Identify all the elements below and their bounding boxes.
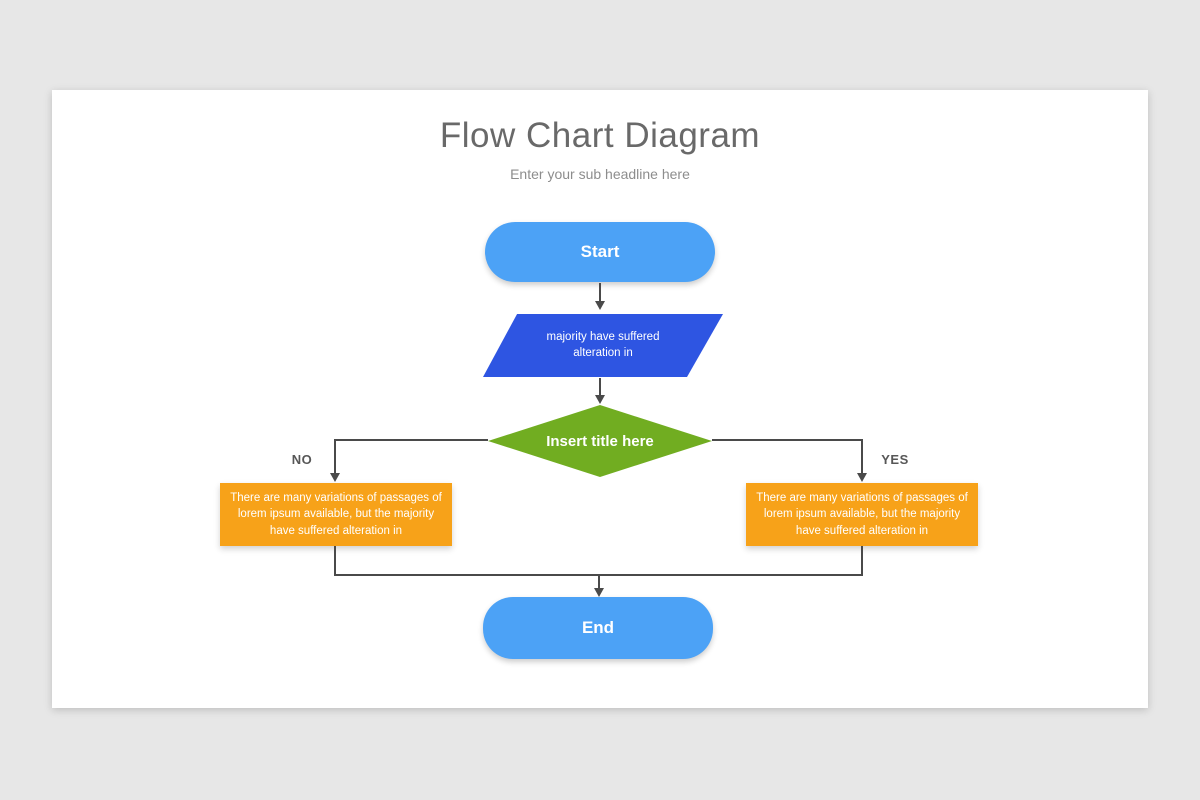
yes-result-node-label: There are many variations of passages of… — [756, 492, 968, 537]
branch-label-yes: YES — [881, 452, 909, 467]
end-node-label: End — [581, 618, 615, 637]
slide-card: Flow Chart Diagram Enter your sub headli… — [52, 90, 1148, 708]
branch-label-no: NO — [291, 452, 313, 467]
decision-node: Insert title here — [488, 405, 712, 477]
decision-node-label: Insert title here — [546, 432, 654, 450]
process-node-label: majority have suffered alteration in — [546, 330, 660, 359]
no-result-node: There are many variations of passages of… — [220, 483, 452, 546]
page-subtitle: Enter your sub headline here — [510, 166, 690, 182]
no-result-node-label: There are many variations of passages of… — [230, 492, 442, 537]
page-title: Flow Chart Diagram — [439, 116, 761, 155]
end-node: End — [483, 597, 713, 659]
slide-header: Flow Chart Diagram Enter your sub headli… — [52, 116, 1148, 182]
start-node: Start — [485, 222, 715, 282]
process-node: majority have suffered alteration in — [483, 314, 723, 377]
start-node-label: Start — [580, 242, 620, 261]
yes-result-node: There are many variations of passages of… — [746, 483, 978, 546]
